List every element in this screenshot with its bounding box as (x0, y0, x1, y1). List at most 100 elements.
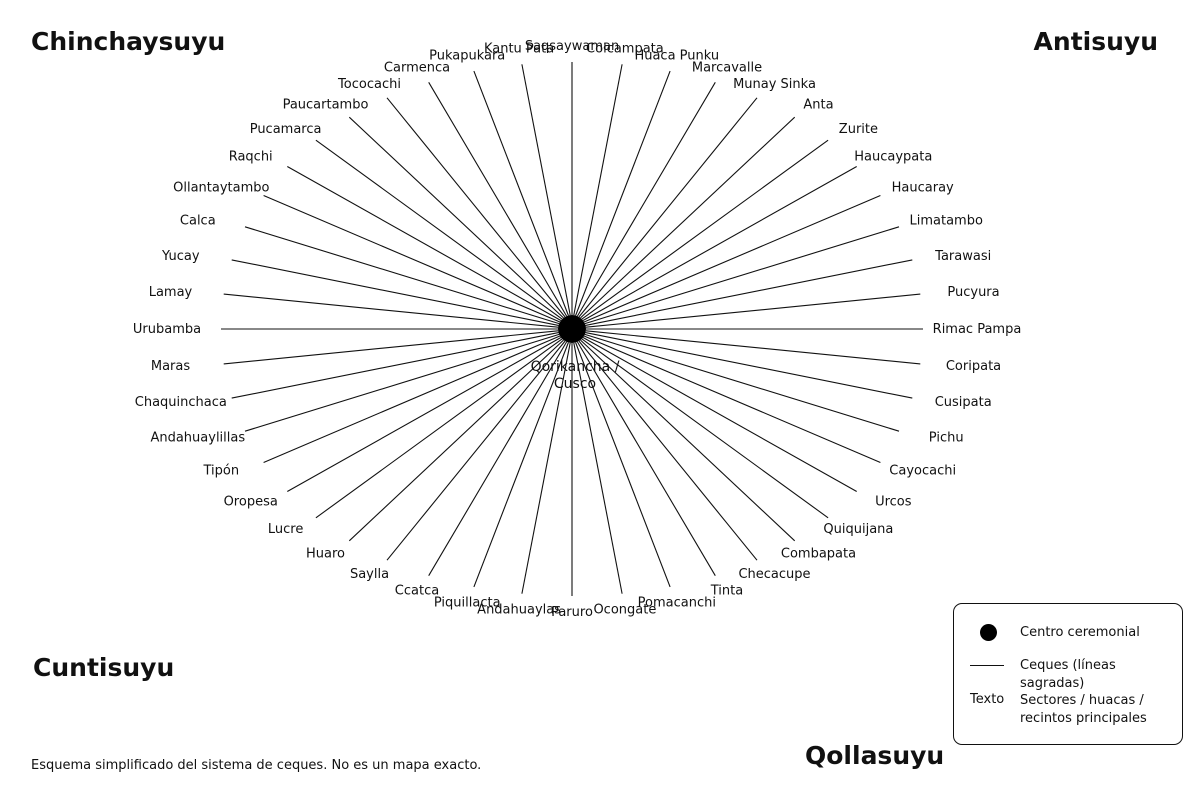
place-label: Paucartambo (283, 98, 369, 113)
legend-center-label: Centro ceremonial (1020, 625, 1140, 640)
legend-lines-label: Ceques (líneas sagradas) (1020, 658, 1116, 691)
place-label: Oropesa (224, 494, 278, 509)
center-dot-icon (980, 624, 997, 641)
ceque-line (580, 116, 796, 319)
ceque-line (348, 116, 564, 319)
ceque-line (428, 341, 568, 576)
ceque-line (585, 259, 913, 326)
quadrant-label-cuntisuyu: Cuntisuyu (33, 653, 174, 682)
ceque-line (581, 139, 829, 320)
place-label: Chaquinchaca (135, 395, 227, 410)
place-label: Haucaray (892, 181, 954, 196)
place-label: Saqsaywaman (525, 39, 619, 54)
ceque-line (582, 337, 857, 492)
ceque-line (287, 166, 562, 321)
place-label: Checacupe (738, 567, 810, 582)
place-label: Pichu (929, 430, 964, 445)
place-label: Colcampata (586, 41, 664, 56)
quadrant-label-qollasuyu: Qollasuyu (805, 741, 944, 770)
ceque-line (583, 194, 881, 323)
ceque-line (287, 337, 562, 492)
place-label: Calca (180, 214, 216, 229)
ceque-line (576, 82, 716, 317)
ceque-line (386, 340, 566, 561)
place-label: Pomacanchi (638, 595, 716, 610)
ceque-line (386, 97, 566, 318)
ceque-line (348, 339, 564, 542)
place-label: Pukapukara (429, 49, 505, 64)
legend-text-symbol: Texto (970, 692, 1005, 707)
place-label: Tinta (710, 584, 743, 599)
place-label: Lucre (268, 522, 303, 537)
place-label: Ccatca (395, 584, 439, 599)
place-label: Ollantaytambo (173, 181, 269, 196)
place-label: Haucaypata (854, 150, 932, 165)
place-label: Pucamarca (250, 122, 322, 137)
ceque-line (573, 342, 623, 594)
place-label: Urubamba (133, 322, 201, 337)
place-label: Quiquijana (823, 522, 893, 537)
ceque-line (576, 341, 716, 576)
place-label: Kantu Pata (484, 41, 554, 56)
place-label: Anta (803, 98, 833, 113)
ceque-line (223, 293, 559, 328)
ceque-line (315, 139, 563, 320)
place-label: Marcavalle (692, 61, 762, 76)
legend-row-center: Centro ceremonial (954, 618, 1184, 648)
place-label: Tarawasi (934, 249, 991, 264)
place-label: Maras (151, 359, 190, 374)
ceque-line (585, 332, 913, 399)
ceque-line (223, 330, 559, 365)
ceque-line (583, 335, 881, 464)
place-label: Paruro (551, 605, 593, 620)
ceque-line (244, 333, 560, 432)
ceque-line (578, 340, 758, 561)
place-label: Combapata (781, 547, 856, 562)
quadrant-label-antisuyu: Antisuyu (1034, 27, 1158, 56)
place-label: Raqchi (229, 150, 273, 165)
place-label: Tipón (202, 464, 239, 479)
ceque-line (573, 64, 623, 316)
place-label: Lamay (149, 285, 193, 300)
place-label: Tococachi (337, 77, 401, 92)
line-icon (970, 665, 1004, 666)
place-label: Cayocachi (889, 464, 956, 479)
ceque-line (263, 194, 561, 323)
ceque-line (231, 332, 559, 399)
ceque-line (521, 342, 571, 594)
ceque-line (585, 330, 921, 365)
ceque-line (231, 259, 559, 326)
place-label: Munay Sinka (733, 77, 816, 92)
ceque-line (581, 338, 829, 519)
ceque-line (428, 82, 568, 317)
place-label: Carmenca (384, 61, 450, 76)
place-label: Andahuaylas (477, 603, 561, 618)
ceque-line (315, 338, 563, 519)
center-label-line2: Cusco (554, 376, 596, 392)
ceque-line (580, 339, 796, 542)
ceque-line (575, 342, 671, 588)
ceque-line (473, 342, 569, 588)
center-dot (558, 315, 586, 343)
place-label: Limatambo (909, 214, 982, 229)
footnote: Esquema simplificado del sistema de cequ… (31, 758, 482, 773)
place-label: Piquillacta (434, 595, 501, 610)
ceque-line (585, 293, 921, 328)
ceque-line (473, 70, 569, 316)
place-label: Pucyura (947, 285, 999, 300)
legend-text-label: Sectores / huacas / recintos principales (1020, 693, 1147, 726)
ceque-lines (221, 62, 923, 596)
place-label: Yucay (161, 249, 200, 264)
place-label: Urcos (875, 494, 912, 509)
center-label-line1: Qorikancha / (531, 359, 620, 375)
place-label: Huaro (306, 547, 345, 562)
ceque-line (244, 226, 560, 325)
ceque-line (582, 166, 857, 321)
ceque-line (575, 70, 671, 316)
quadrant-label-chinchaysuyu: Chinchaysuyu (31, 27, 225, 56)
ceque-line (584, 226, 900, 325)
place-label: Huaca Punku (634, 49, 719, 64)
place-label: Saylla (350, 567, 389, 582)
